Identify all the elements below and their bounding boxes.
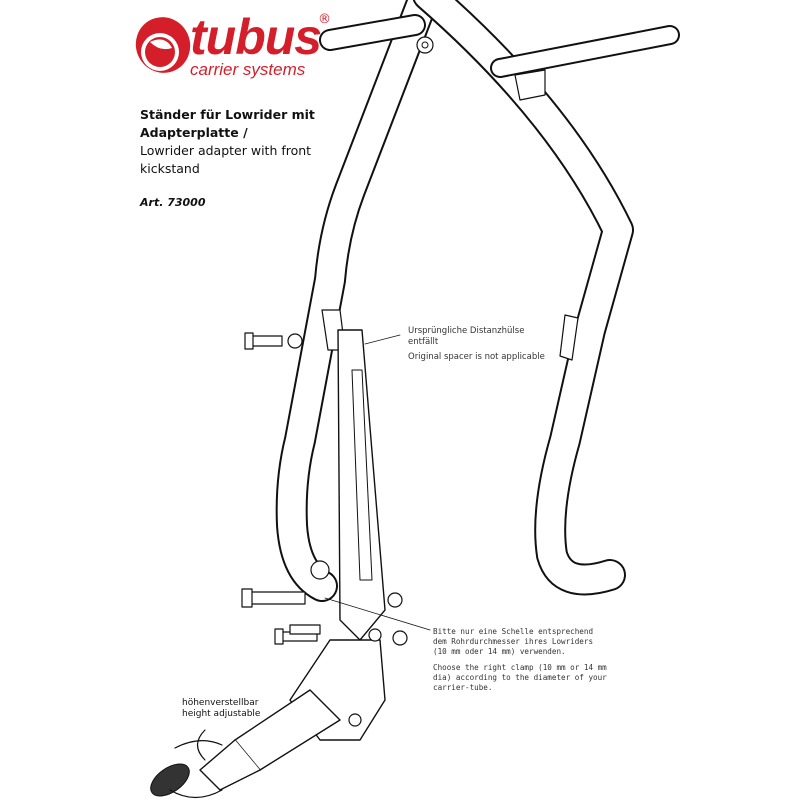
title-en-1: Lowrider adapter with front [140,143,312,158]
adapter-plate [337,329,386,641]
height-note-de: höhenverstellbar [182,698,259,708]
bolts [241,332,408,727]
height-note: höhenverstellbar height adjustable [182,698,260,720]
logo-mark [135,17,191,73]
spacer-note-en: Original spacer is not applicable [408,352,545,362]
logo-wordmark: tubus [190,9,322,65]
spacer-note-de-1: Ursprüngliche Distanzhülse [408,326,525,336]
clamp-note-en-1: Choose the right clamp (10 mm or 14 mm [433,663,607,672]
spacer-note-de-2: entfällt [408,337,439,347]
article-number: Art. 73000 [140,196,206,209]
clamp-note-de-1: Bitte nur eine Schelle entsprechend [433,627,594,636]
spacer-note: Ursprüngliche Distanzhülse entfällt Orig… [408,326,545,363]
clamp-note: Bitte nur eine Schelle entsprechend dem … [433,627,607,693]
product-title: Ständer für Lowrider mit Adapterplatte /… [140,106,400,178]
registered-mark: ® [318,12,331,27]
logo-tagline: carrier systems [190,60,306,79]
clamp-note-en-2: dia) according to the diameter of your [433,673,607,682]
title-en-2: kickstand [140,161,200,176]
title-de-2: Adapterplatte / [140,125,248,140]
height-note-en: height adjustable [182,709,261,719]
clamp-note-de-2: dem Rohrdurchmesser ihres Lowriders [433,637,594,646]
clamp-note-en-3: carrier-tube. [433,683,493,692]
kickstand-foot [150,763,190,797]
clamp-note-de-3: (10 mm oder 14 mm) verwenden. [433,647,566,656]
title-de-1: Ständer für Lowrider mit [140,107,315,122]
